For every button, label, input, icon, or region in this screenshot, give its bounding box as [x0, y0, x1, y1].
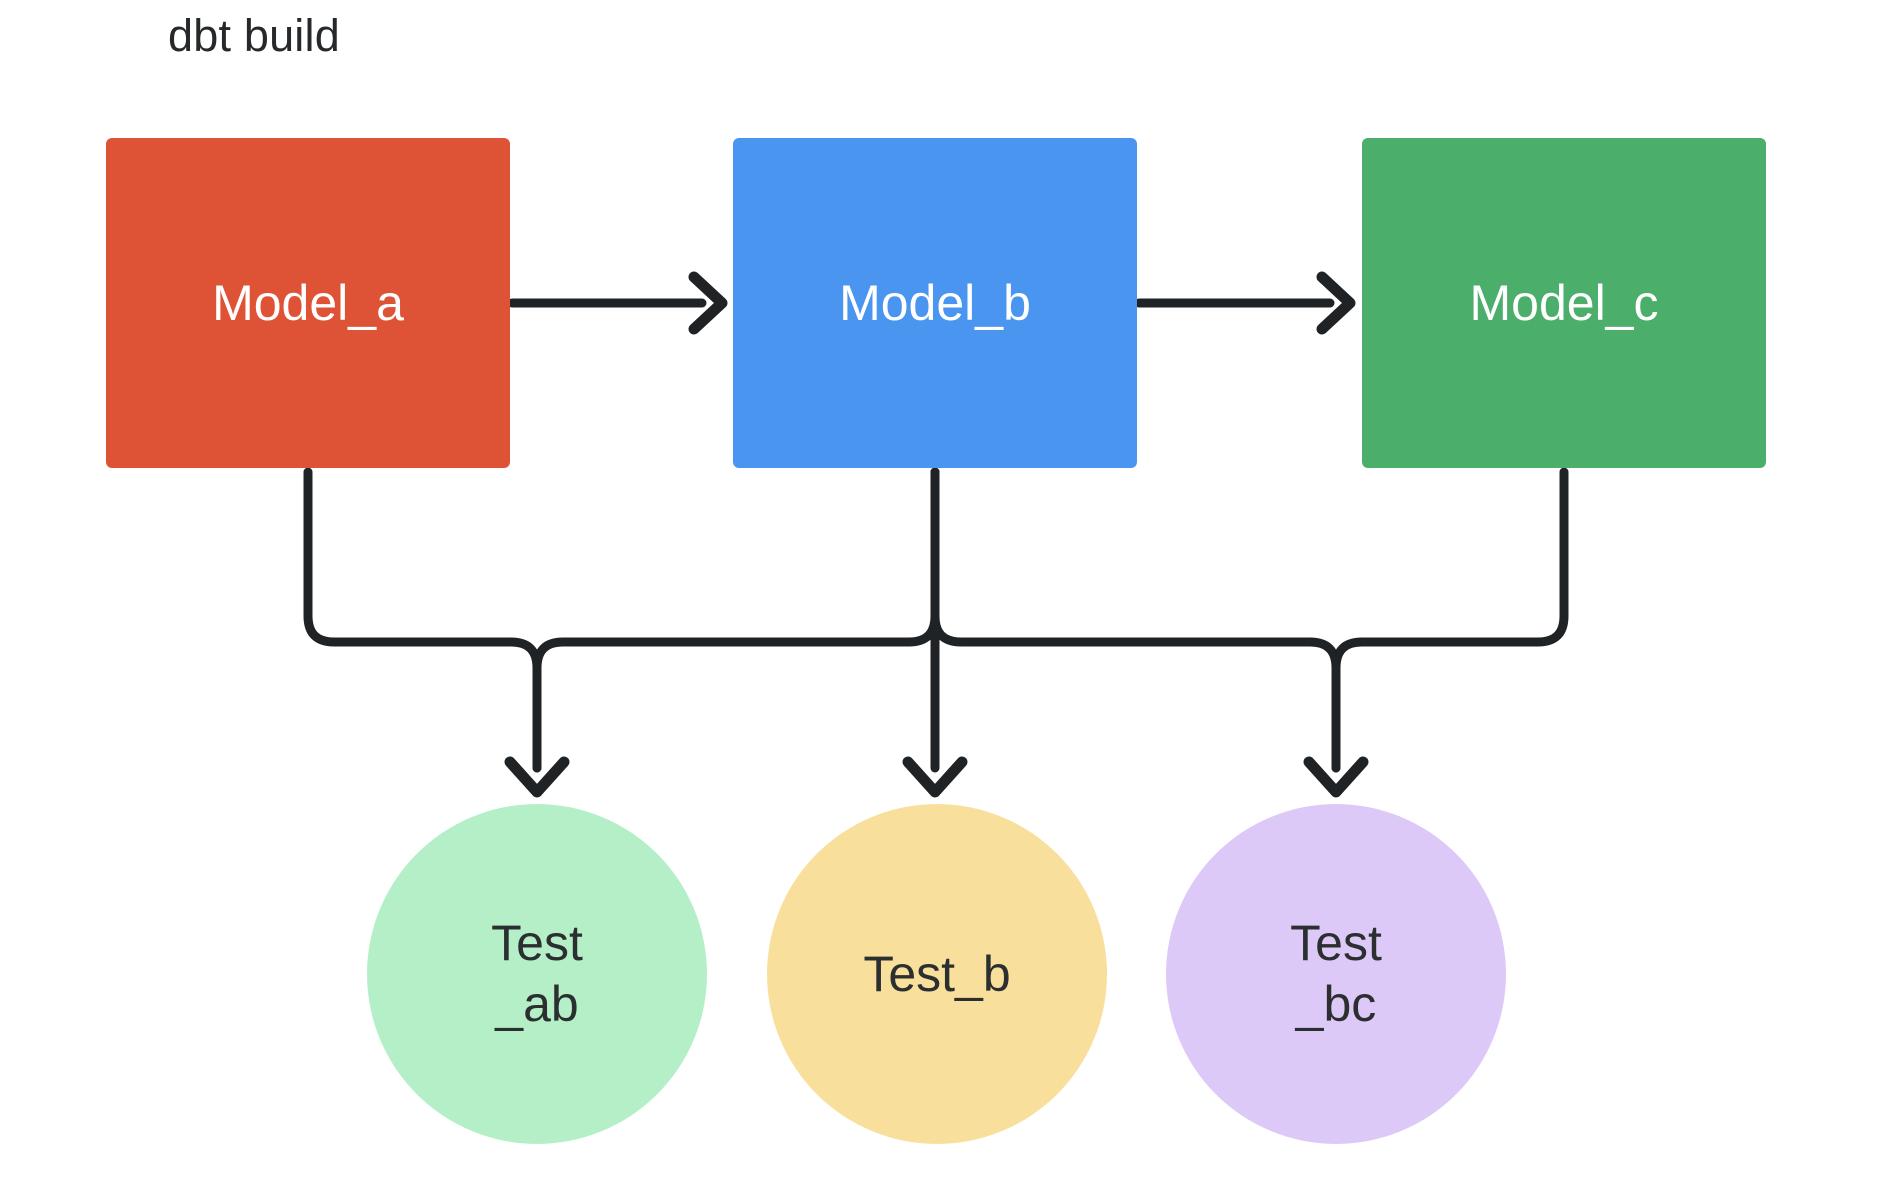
node-model-b-label: Model_b [839, 274, 1031, 331]
node-model-c-label: Model_c [1469, 274, 1659, 331]
node-test-bc-label: Test _bc [1290, 915, 1382, 1032]
edge-model-a-to-test-ab [303, 467, 542, 773]
arrowhead-test-ab [504, 756, 570, 798]
edge-model-a-to-model-b [507, 271, 728, 335]
arrowhead-test-b [902, 756, 968, 798]
diagram-title: dbt build [168, 10, 340, 61]
node-test-ab[interactable]: Test _ab [367, 804, 707, 1144]
edge-model-b-to-model-c [1134, 271, 1356, 335]
node-model-a[interactable]: Model_a [106, 138, 510, 468]
node-test-b-label: Test_b [863, 945, 1011, 1002]
node-model-a-label: Model_a [212, 274, 404, 331]
edge-model-c-to-test-bc [1331, 467, 1569, 773]
edge-model-b-to-test-ab [532, 467, 940, 773]
node-test-b[interactable]: Test_b [767, 804, 1107, 1144]
node-test-ab-label: Test _ab [491, 915, 583, 1032]
node-model-b[interactable]: Model_b [733, 138, 1137, 468]
arrowhead-test-bc [1303, 756, 1369, 798]
edge-model-b-to-test-bc [930, 467, 1341, 773]
node-test-bc[interactable]: Test _bc [1166, 804, 1506, 1144]
node-model-c[interactable]: Model_c [1362, 138, 1766, 468]
